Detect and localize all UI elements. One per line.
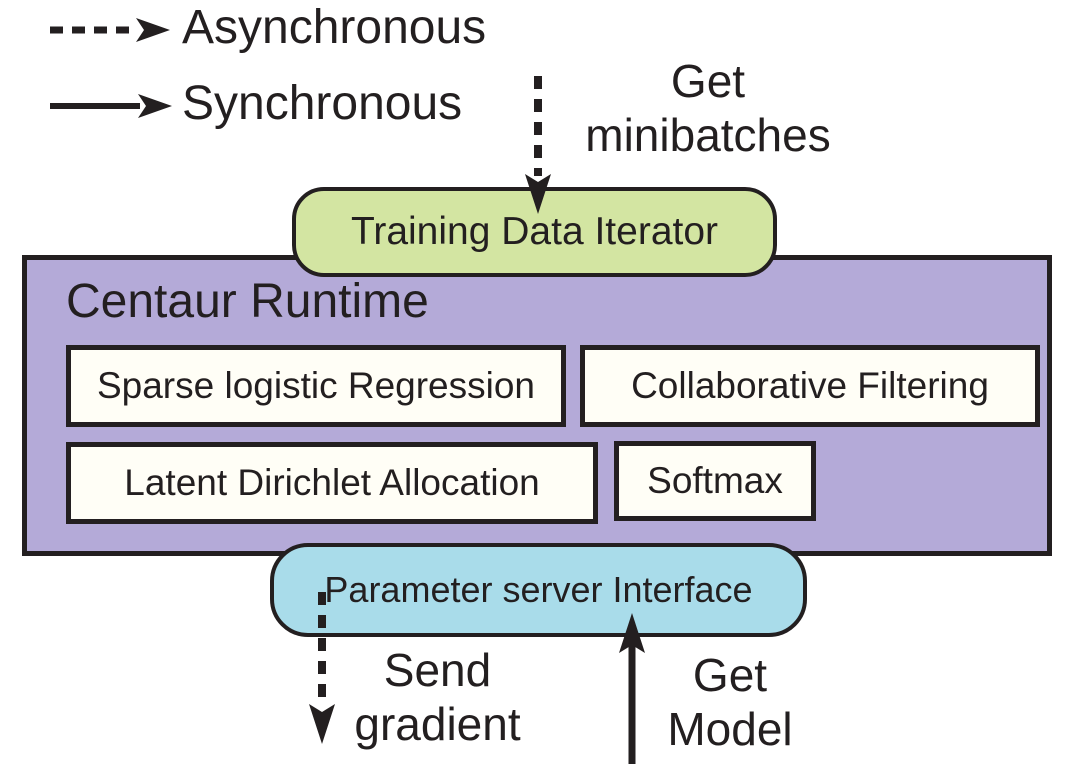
parameter-server-interface-node: Parameter server Interface — [270, 543, 807, 637]
get-minibatches-arrow — [525, 76, 551, 214]
module-sparse-logistic-regression: Sparse logistic Regression — [66, 345, 566, 427]
parameter-server-interface-label: Parameter server Interface — [324, 569, 753, 610]
training-data-iterator-label: Training Data Iterator — [350, 210, 719, 253]
dashed-arrow-icon — [50, 18, 170, 42]
send-gradient-arrow — [309, 592, 335, 744]
get-minibatches-label: Get minibatches — [585, 55, 831, 162]
legend-synchronous-label: Synchronous — [182, 77, 463, 130]
module-latent-dirichlet-allocation: Latent Dirichlet Allocation — [66, 442, 598, 524]
module-label: Latent Dirichlet Allocation — [124, 462, 540, 503]
get-model-label: Get Model — [667, 649, 793, 756]
module-label: Softmax — [647, 460, 783, 501]
legend-asynchronous-label: Asynchronous — [182, 1, 487, 54]
module-softmax: Softmax — [614, 441, 816, 521]
solid-arrow-icon — [50, 94, 172, 118]
centaur-runtime-title: Centaur Runtime — [66, 275, 429, 328]
get-model-arrow — [619, 613, 645, 764]
module-label: Collaborative Filtering — [631, 365, 989, 406]
send-gradient-label: Send gradient — [354, 644, 521, 751]
module-label: Sparse logistic Regression — [96, 365, 536, 406]
module-collaborative-filtering: Collaborative Filtering — [580, 345, 1040, 427]
